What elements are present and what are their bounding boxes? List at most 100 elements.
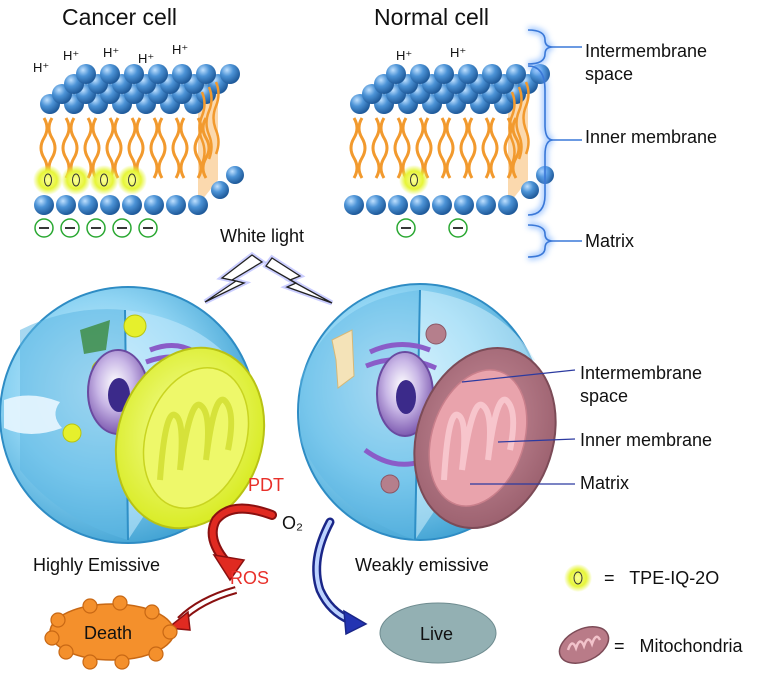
lipid-head [172, 64, 192, 84]
proton-label: H⁺ [103, 45, 120, 60]
lipid-tail [393, 117, 403, 179]
weakly-emissive-label: Weakly emissive [355, 555, 489, 575]
lipid-head [344, 195, 364, 215]
lipid-head [188, 195, 208, 215]
mito-label-inner-membrane: Inner membrane [580, 430, 713, 450]
proton-label: H⁺ [138, 51, 155, 66]
proton-label: H⁺ [33, 60, 50, 75]
probe-icon [410, 173, 418, 187]
lipid-head [410, 64, 430, 84]
proton-label: H⁺ [396, 48, 413, 63]
bracket-label-intermembrane: Intermembrane space [585, 41, 708, 84]
lipid-head [366, 195, 386, 215]
lipid-head [124, 64, 144, 84]
o2-label: O₂ [282, 513, 303, 533]
process-arrows [166, 503, 368, 636]
proton-label: H⁺ [450, 45, 467, 60]
lipid-tail [157, 117, 167, 179]
ros-label: ROS [230, 568, 270, 588]
lipid-head [410, 195, 430, 215]
normal-cell-illustration [297, 283, 576, 541]
lipid-tail [91, 117, 101, 179]
lipid-tail [179, 117, 189, 179]
lipid-tail [379, 117, 389, 179]
probe-icon [128, 173, 136, 187]
proton-label: H⁺ [172, 42, 189, 57]
lipid-head [454, 195, 474, 215]
lipid-head [220, 64, 240, 84]
lipid-head [498, 195, 518, 215]
lipid-head [506, 64, 526, 84]
lipid-tail [193, 117, 203, 179]
lipid-tail [503, 117, 513, 179]
lipid-tail [459, 117, 469, 179]
lipid-head [476, 195, 496, 215]
probe-glow [117, 165, 147, 195]
lipid-head [482, 64, 502, 84]
legend-mito-label: = Mitochondria [614, 636, 743, 656]
legend-mito-icon [558, 626, 610, 664]
probe-glow [89, 165, 119, 195]
live-node [379, 602, 497, 664]
lipid-tail [357, 117, 367, 179]
probe-icon [44, 173, 52, 187]
white-light-label: White light [220, 226, 305, 246]
lipid-head [76, 64, 96, 84]
cancer-cell-title: Cancer cell [62, 4, 178, 30]
lipid-tail [401, 117, 411, 179]
lipid-tail [371, 117, 381, 179]
legend-probe-icon [564, 564, 592, 592]
normal-cell-title: Normal cell [374, 4, 490, 30]
highly-emissive-label: Highly Emissive [33, 555, 161, 575]
lipid-tail [423, 117, 433, 179]
mito-label-matrix: Matrix [580, 473, 629, 493]
lipid-head [196, 64, 216, 84]
probe-glow [399, 165, 429, 195]
lipid-head [100, 64, 120, 84]
lipid-head [386, 64, 406, 84]
death-label: Death [84, 623, 133, 643]
mito-label-intermembrane: Intermembrane space [580, 363, 703, 406]
lipid-tail [511, 117, 521, 179]
probe-glow [33, 165, 63, 195]
cancer-membrane [33, 64, 244, 238]
normal-membrane [344, 64, 554, 238]
legend-probe-label: = TPE-IQ-2O [604, 568, 720, 588]
lipid-tail [481, 117, 491, 179]
probe-icon [100, 173, 108, 187]
lipid-head [122, 195, 142, 215]
lipid-head [100, 195, 120, 215]
lightning-bolts [203, 251, 334, 306]
probe-icon [72, 173, 80, 187]
live-label: Live [420, 624, 454, 644]
membrane-brackets [527, 27, 582, 260]
lipid-tail [83, 117, 93, 179]
lipid-tail [467, 117, 477, 179]
lipid-head [34, 195, 54, 215]
lipid-tail [445, 117, 455, 179]
lipid-head [78, 195, 98, 215]
bracket-label-matrix: Matrix [585, 231, 634, 251]
proton-label: H⁺ [63, 48, 80, 63]
lipid-tail [201, 117, 211, 179]
bracket-label-inner-membrane: Inner membrane [585, 127, 718, 147]
lipid-head [458, 64, 478, 84]
lipid-head [148, 64, 168, 84]
probe-glow [61, 165, 91, 195]
lipid-head [388, 195, 408, 215]
lipid-head [432, 195, 452, 215]
lipid-tail [171, 117, 181, 179]
lipid-tail [437, 117, 447, 179]
lipid-head [166, 195, 186, 215]
lipid-tail [113, 117, 123, 179]
cancer-cell-illustration [0, 286, 266, 544]
lipid-tail [349, 117, 359, 179]
lipid-head [434, 64, 454, 84]
lipid-head [144, 195, 164, 215]
lipid-tail [489, 117, 499, 179]
lipid-head [56, 195, 76, 215]
pdt-label: PDT [248, 475, 284, 495]
lipid-tail [149, 117, 159, 179]
